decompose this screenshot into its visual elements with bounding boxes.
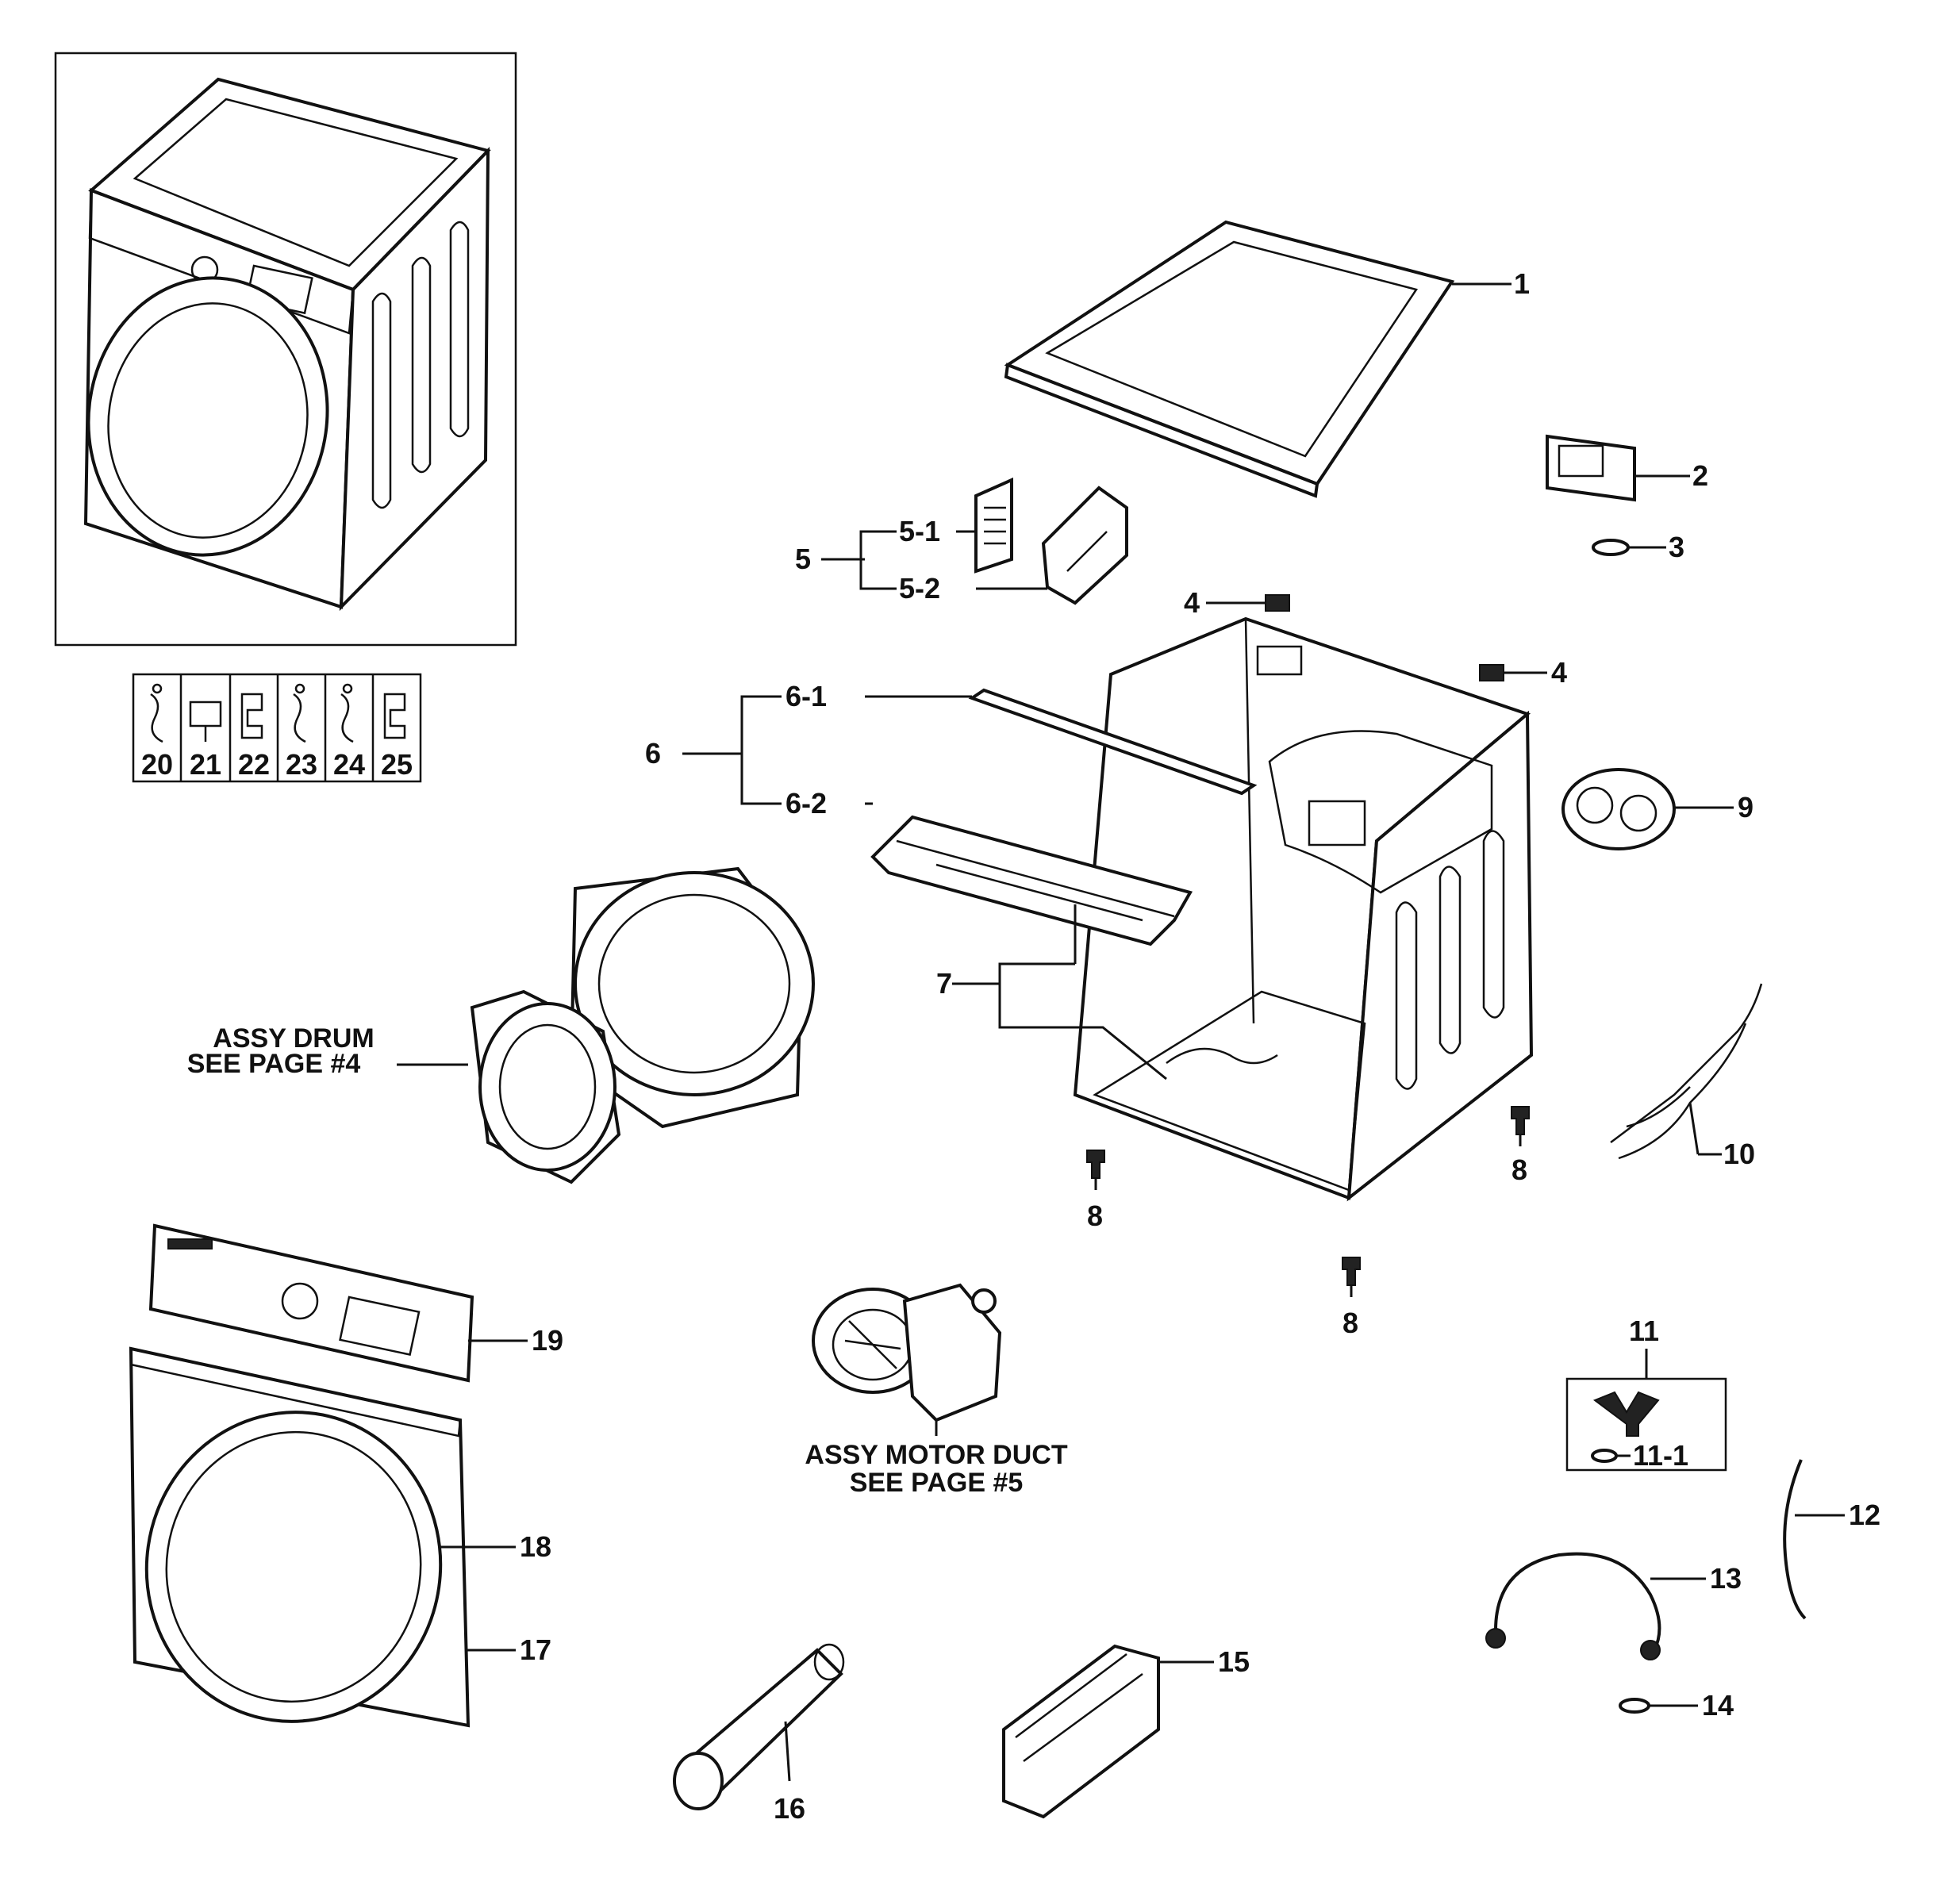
label-4: 4: [1551, 656, 1567, 689]
label-6-1: 6-1: [786, 680, 827, 712]
accessory-label: 22: [238, 748, 270, 781]
label-5: 5: [795, 543, 811, 575]
label-3: 3: [1669, 531, 1684, 563]
label-8: 8: [1087, 1200, 1103, 1232]
cable-tie-icon: [150, 683, 163, 743]
holder-icon: [189, 701, 222, 742]
label-13: 13: [1710, 1562, 1742, 1595]
cable-tie-icon: [293, 683, 306, 743]
part-11-y-connector-kit: [1565, 1349, 1727, 1472]
label-4: 4: [1184, 586, 1200, 619]
accessories-strip: 20 21 22 23 24 25: [132, 673, 422, 783]
part-3-washer: [1592, 539, 1666, 556]
part-15-heater: [1002, 1644, 1214, 1819]
label-10: 10: [1723, 1138, 1755, 1170]
label-12: 12: [1849, 1499, 1880, 1531]
part-2-cover: [1546, 434, 1690, 502]
clamp-icon: [383, 693, 406, 739]
accessory-label: 21: [190, 748, 221, 781]
part-19-control-panel: [148, 1223, 528, 1383]
label-9: 9: [1738, 791, 1753, 823]
part-7-bracket: [952, 904, 1167, 1081]
label-8: 8: [1512, 1154, 1527, 1186]
cable-tie-icon: [340, 683, 354, 743]
accessory-label: 25: [381, 748, 413, 781]
part-12-short-hose: [1783, 1459, 1845, 1620]
accessory-label: 20: [141, 748, 173, 781]
label-15: 15: [1218, 1645, 1250, 1678]
label-8: 8: [1342, 1307, 1358, 1339]
part-4-bracket: [1206, 594, 1547, 681]
part-16-vent-duct: [673, 1643, 845, 1810]
label-16: 16: [774, 1792, 805, 1825]
accessory-label: 24: [333, 748, 365, 781]
motor-duct-note: SEE PAGE #5: [850, 1468, 1024, 1498]
overview-inset: [54, 52, 517, 647]
part-13-inlet-hose: [1485, 1552, 1706, 1660]
part-17-front-panel: [129, 1346, 516, 1728]
motor-duct-note: ASSY MOTOR DUCT: [805, 1440, 1067, 1470]
label-18: 18: [520, 1530, 551, 1563]
drum-note: ASSY DRUM: [213, 1023, 374, 1054]
drum-assembly: [397, 866, 815, 1184]
part-5-filter-assy: [821, 477, 1128, 605]
part-9-duct-cover: [1561, 768, 1734, 850]
part-6-frame: [682, 688, 1258, 946]
callout-labels: 1 2 3 4 4 5 5-1 5-2 6 6-1 6-2 7 8 8 8 9 …: [187, 267, 1880, 1825]
label-17: 17: [520, 1633, 551, 1666]
label-2: 2: [1692, 459, 1708, 492]
label-5-2: 5-2: [899, 572, 940, 605]
label-7: 7: [936, 967, 952, 1000]
label-19: 19: [532, 1324, 563, 1357]
part-10-wire-harness: [1610, 983, 1763, 1160]
label-14: 14: [1702, 1689, 1734, 1722]
accessory-label: 23: [286, 748, 317, 781]
part-8-leveling-feet: [1086, 1106, 1530, 1297]
label-6-2: 6-2: [786, 787, 827, 820]
part-14-washer: [1619, 1698, 1698, 1714]
label-11-1: 11-1: [1633, 1439, 1688, 1472]
drum-note: SEE PAGE #4: [187, 1049, 361, 1079]
label-1: 1: [1514, 267, 1530, 300]
label-5-1: 5-1: [899, 515, 940, 547]
label-6: 6: [645, 737, 661, 770]
label-11: 11: [1629, 1315, 1659, 1347]
part-top-plate: [1004, 220, 1512, 498]
motor-duct-assembly: [812, 1283, 1002, 1436]
clamp-icon: [240, 693, 263, 739]
